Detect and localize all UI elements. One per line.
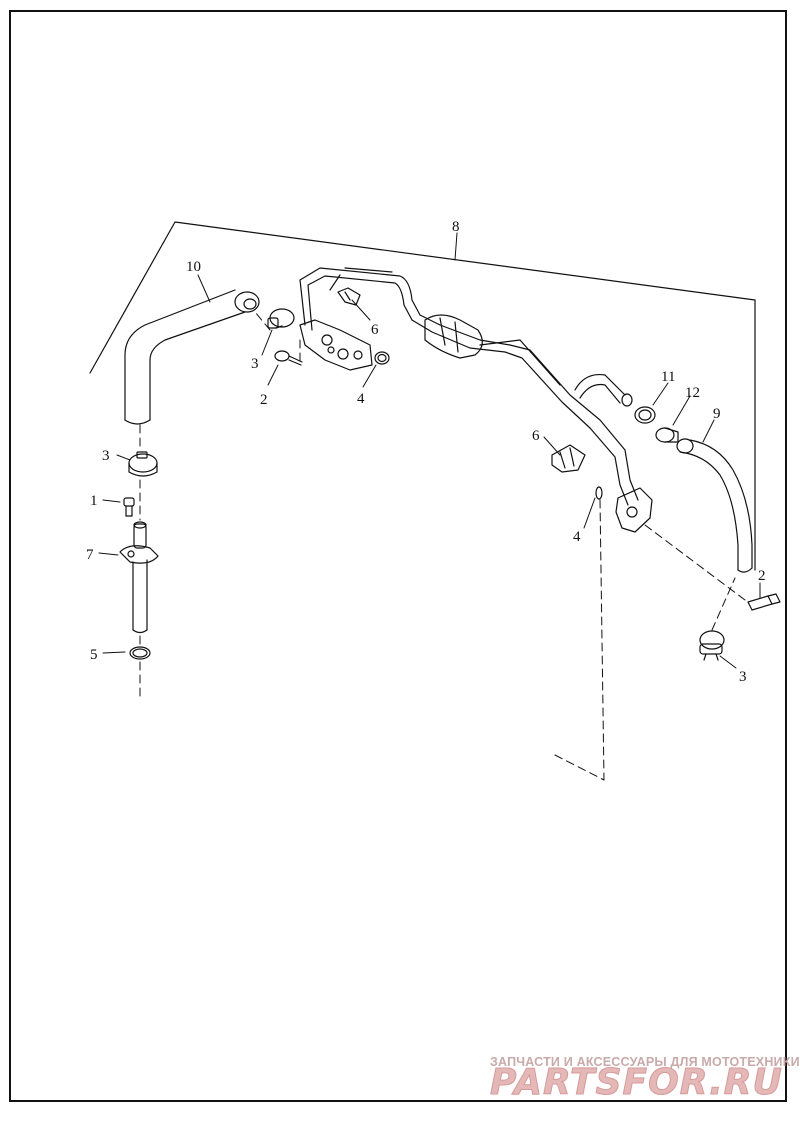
clip-6-top bbox=[337, 287, 361, 306]
tube-flange-left bbox=[299, 319, 373, 371]
hose-10 bbox=[124, 289, 260, 425]
oring-5 bbox=[129, 646, 151, 660]
clamp-11 bbox=[634, 406, 656, 424]
watermark: ЗАПЧАСТИ И АКСЕССУАРЫ ДЛЯ МОТОТЕХНИКИ PA… bbox=[490, 1055, 800, 1104]
callout-8: 8 bbox=[452, 219, 460, 235]
oring-4-right bbox=[595, 486, 603, 500]
callout-10: 10 bbox=[186, 259, 201, 275]
dashed-assembly-lines bbox=[139, 311, 746, 781]
bolt-2-top bbox=[274, 350, 303, 366]
tube-assembly-8 bbox=[299, 267, 639, 506]
callout-5: 5 bbox=[90, 647, 98, 663]
callout-3-right: 3 bbox=[739, 669, 747, 685]
callout-6-right: 6 bbox=[532, 428, 540, 444]
callout-4-right: 4 bbox=[573, 529, 581, 545]
assembly-8-bracket-line bbox=[89, 221, 756, 571]
callout-7: 7 bbox=[86, 547, 94, 563]
clamp-3-top bbox=[267, 308, 295, 329]
callout-4-top: 4 bbox=[357, 391, 365, 407]
sleeve-12 bbox=[655, 427, 679, 443]
callout-numbers: 8 10 6 3 2 4 3 1 7 5 6 4 11 12 9 2 3 bbox=[86, 219, 766, 685]
callout-2-top: 2 bbox=[260, 392, 268, 408]
bolt-2-right bbox=[747, 593, 781, 611]
fitting-7 bbox=[119, 521, 159, 634]
leader-lines bbox=[98, 232, 761, 669]
callout-11: 11 bbox=[661, 369, 675, 385]
watermark-logo: PARTSFOR.RU bbox=[490, 1062, 783, 1103]
clamp-3-right bbox=[699, 630, 725, 661]
callout-9: 9 bbox=[713, 406, 721, 422]
tube-branch-right bbox=[574, 373, 633, 407]
callout-2-right: 2 bbox=[758, 568, 766, 584]
clamp-3-left bbox=[128, 451, 158, 477]
callout-6-top: 6 bbox=[371, 322, 379, 338]
callout-12: 12 bbox=[685, 385, 700, 401]
callout-3-left: 3 bbox=[102, 448, 110, 464]
watermark-tagline: ЗАПЧАСТИ И АКСЕССУАРЫ ДЛЯ МОТОТЕХНИКИ bbox=[490, 1055, 800, 1069]
clip-6-right bbox=[551, 444, 586, 473]
hose-9 bbox=[676, 438, 753, 573]
tube-flange-right bbox=[615, 487, 653, 533]
callout-1: 1 bbox=[90, 493, 98, 509]
diagram-frame bbox=[9, 10, 787, 1102]
callout-3-top: 3 bbox=[251, 356, 259, 372]
oring-4-top bbox=[374, 351, 390, 365]
screw-1 bbox=[123, 497, 135, 517]
